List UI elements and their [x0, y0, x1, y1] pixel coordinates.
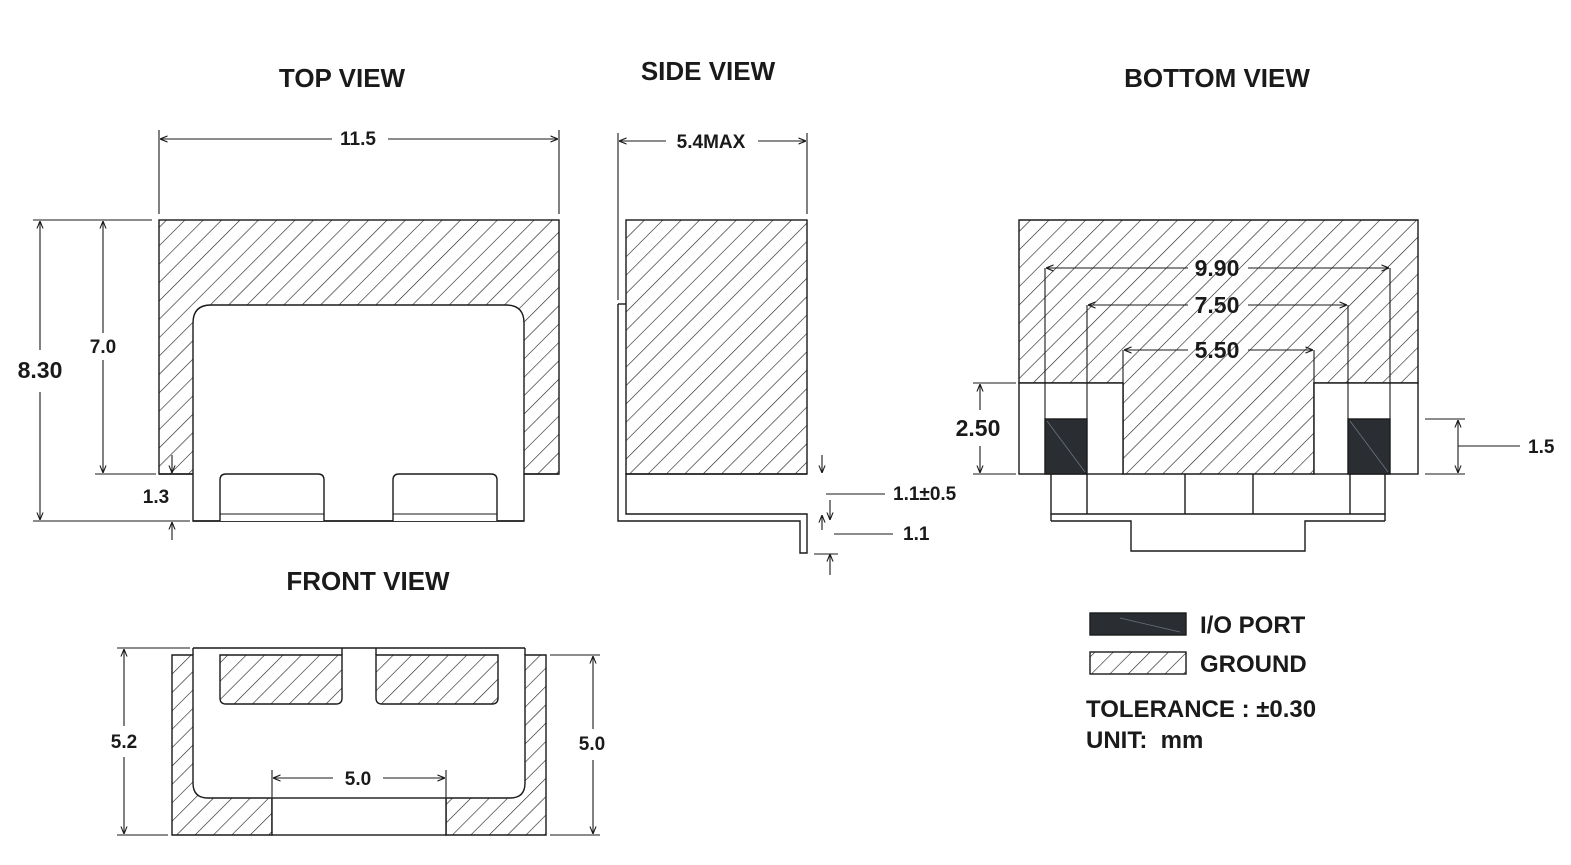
- legend: I/O PORT GROUND TOLERANCE : ±0.30 UNIT: …: [1086, 612, 1316, 754]
- bottom-lead-tab: [1051, 520, 1385, 552]
- side-view: SIDE VIEW 5.4MAX 1.1±0.5 1.1: [617, 56, 957, 575]
- top-body-height-label: 7.0: [90, 337, 116, 358]
- front-view: FRONT VIEW 5.2 5.0 5.0: [111, 566, 605, 836]
- side-gap-label: 1.1±0.5: [893, 484, 957, 505]
- bottom-pitch-inner-label: 5.50: [1195, 337, 1240, 363]
- tolerance-note: TOLERANCE : ±0.30: [1086, 696, 1316, 723]
- top-offset-label: 1.3: [143, 487, 169, 508]
- legend-io-port-swatch-diag: [1119, 617, 1181, 633]
- top-view: TOP VIEW 11.5 8.30 7.0 1.3: [18, 63, 560, 540]
- side-view-title: SIDE VIEW: [641, 56, 776, 86]
- side-body: [625, 219, 808, 475]
- top-cavity: [192, 304, 525, 522]
- side-lead: [617, 304, 808, 554]
- front-terminal-right: [375, 654, 499, 705]
- front-view-title: FRONT VIEW: [286, 566, 450, 596]
- legend-ground-swatch: [1089, 651, 1187, 675]
- legend-io-port-label: I/O PORT: [1200, 612, 1306, 639]
- top-overall-height-label: 8.30: [18, 357, 63, 383]
- bottom-io-port-right-diag: [1349, 420, 1389, 473]
- front-left-height-label: 5.2: [111, 732, 137, 753]
- bottom-view: BOTTOM VIEW 9.90 7.50 5: [956, 63, 1555, 552]
- front-right-height-label: 5.0: [579, 734, 605, 755]
- top-view-title: TOP VIEW: [279, 63, 406, 93]
- front-gap: [271, 797, 447, 836]
- bottom-pitch-middle-label: 7.50: [1195, 292, 1240, 318]
- legend-ground-label: GROUND: [1200, 651, 1307, 678]
- bottom-pitch-outer-label: 9.90: [1195, 255, 1240, 281]
- bottom-pad-height-label: 2.50: [956, 415, 1001, 441]
- front-gap-label: 5.0: [345, 769, 371, 790]
- bottom-view-title: BOTTOM VIEW: [1124, 63, 1310, 93]
- side-width-label: 5.4MAX: [677, 132, 746, 153]
- top-width-label: 11.5: [340, 129, 376, 150]
- top-terminal-left: [219, 473, 325, 521]
- top-terminal-right: [392, 473, 498, 521]
- bottom-lead-strip: [1050, 474, 1386, 515]
- legend-io-port-swatch: [1089, 612, 1187, 636]
- bottom-port-height-label: 1.5: [1528, 437, 1555, 458]
- side-thickness-label: 1.1: [903, 524, 930, 545]
- bottom-io-port-left-diag: [1046, 420, 1086, 473]
- unit-note: UNIT: mm: [1086, 727, 1203, 754]
- front-terminal-left: [219, 654, 343, 705]
